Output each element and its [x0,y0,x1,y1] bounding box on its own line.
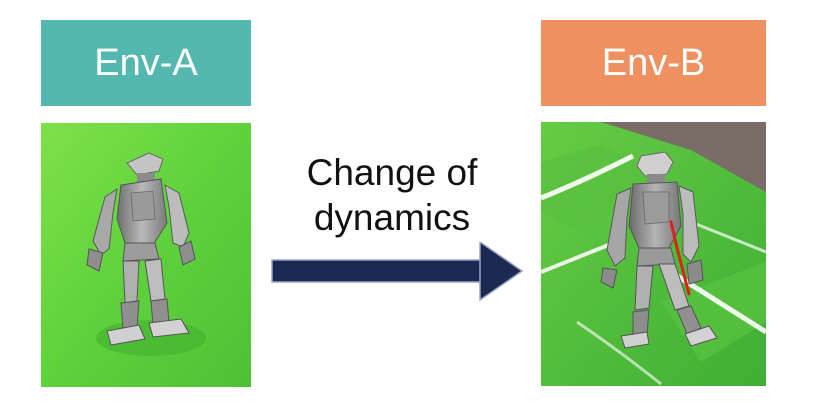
env-a-label-text: Env-A [94,41,198,84]
transition-caption-line1: Change of [306,152,478,193]
transition-caption-line2: dynamics [313,197,471,238]
env-a-scene-image [41,123,251,387]
robot-green-field-image [41,123,251,387]
env-b-label-text: Env-B [601,41,706,84]
env-b-label: Env-B [541,20,766,106]
env-a-label: Env-A [41,20,251,106]
arrow-shaft [272,260,482,282]
right-arrow-icon [271,242,524,302]
transition-caption: Change of dynamics [268,150,516,240]
env-b-scene-image [541,122,766,386]
arrow-head [479,242,524,302]
robot-soccer-field-image [541,122,766,386]
